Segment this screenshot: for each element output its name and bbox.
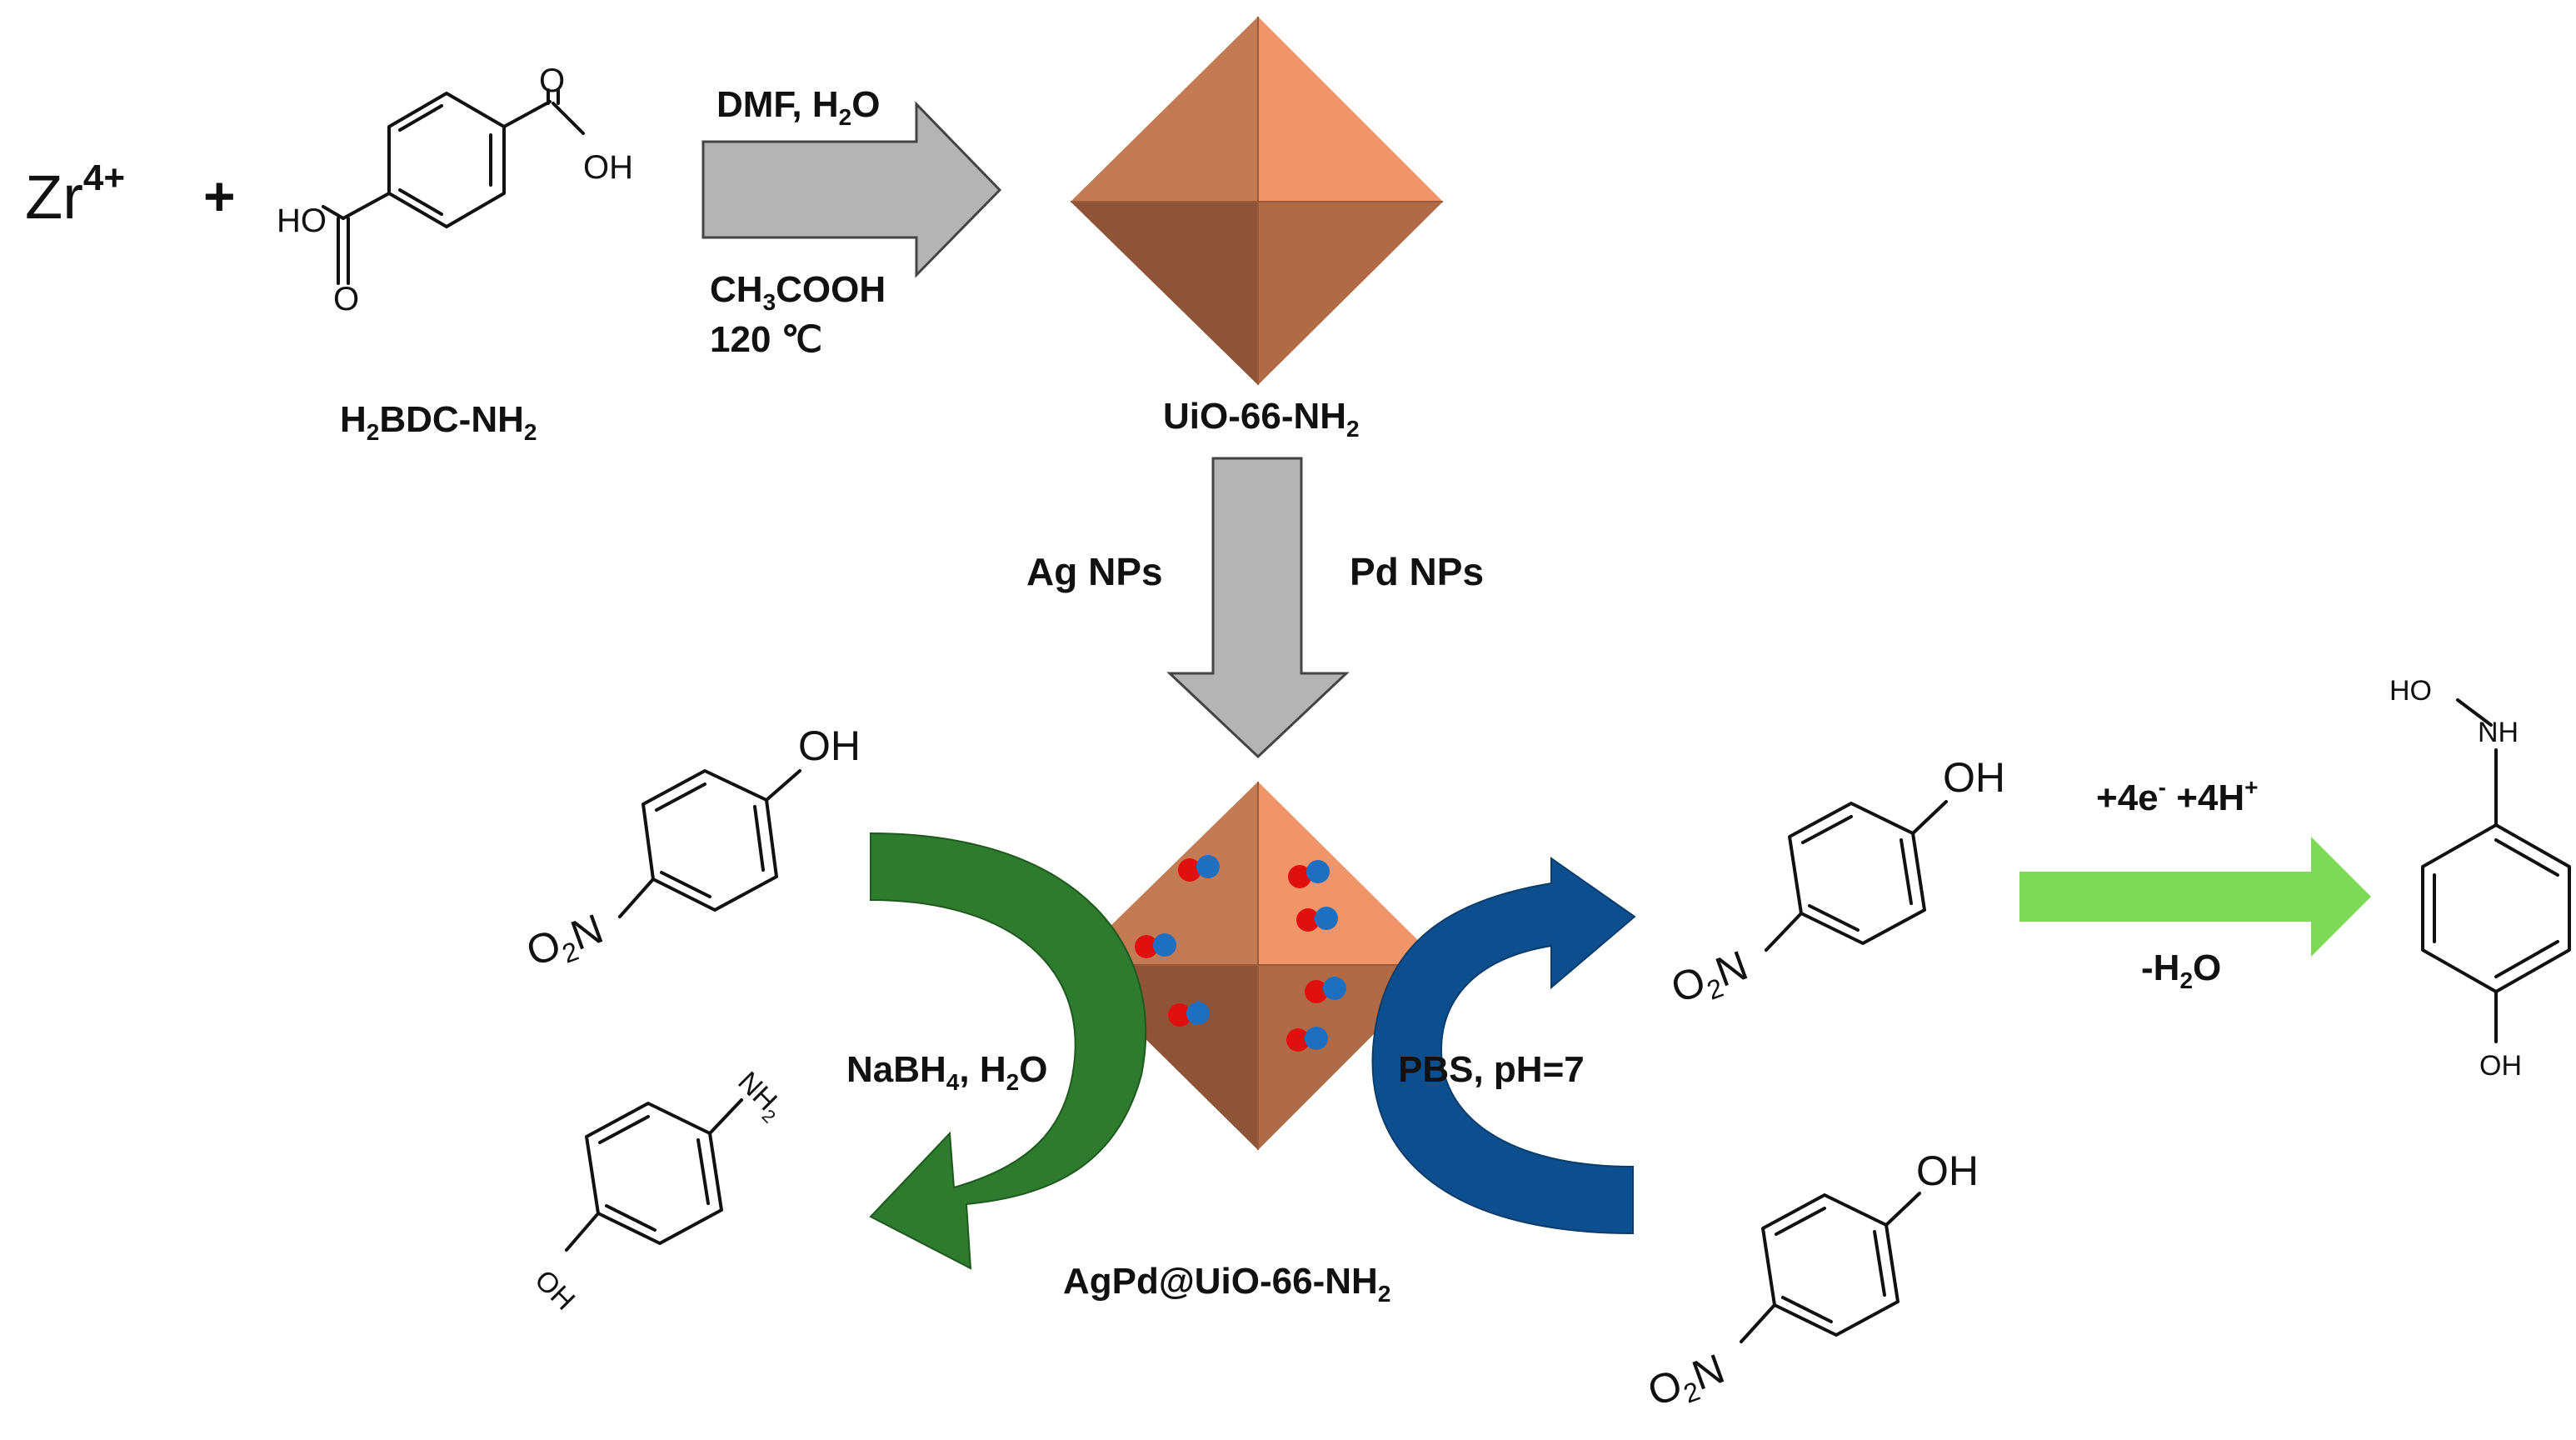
svg-text:OH: OH xyxy=(1943,754,2005,801)
svg-text:OH: OH xyxy=(583,149,633,186)
electro-top-label: +4e- +4H+ xyxy=(2096,774,2259,818)
sensing-conditions-label: PBS, pH=7 xyxy=(1398,1049,1585,1090)
benzene-ring-icon xyxy=(585,1102,723,1245)
nitrophenol-structure-right: OH O2N xyxy=(1665,754,2005,1017)
aminophenol-structure: NH2 OH xyxy=(528,1066,791,1317)
nanoparticle-icon xyxy=(1286,1027,1328,1052)
svg-text:HO: HO xyxy=(2389,675,2432,707)
nanoparticle-icon xyxy=(1288,860,1330,888)
svg-text:O2N: O2N xyxy=(521,905,611,980)
hydroxylaminophenol-structure: HO NH OH xyxy=(2389,675,2571,1082)
octahedron-crystal-icon xyxy=(1071,17,1443,385)
loading-arrow xyxy=(1166,457,1350,759)
svg-text:OH: OH xyxy=(1916,1148,1979,1194)
nanoparticle-icon xyxy=(1168,1002,1210,1027)
nanoparticle-icon xyxy=(1178,855,1220,882)
terephthalic-acid-structure: O OH HO O xyxy=(277,62,633,318)
svg-text:O2N: O2N xyxy=(1665,942,1755,1017)
nanoparticle-icon xyxy=(1135,933,1176,958)
step1-modulator-label: CH3COOH xyxy=(710,269,886,315)
benzene-ring-icon xyxy=(642,769,778,912)
svg-text:OH: OH xyxy=(2479,1050,2522,1082)
svg-text:O: O xyxy=(539,62,565,99)
benzene-ring-icon xyxy=(2421,823,2571,993)
pd-nps-label: Pd NPs xyxy=(1350,550,1484,593)
svg-text:NH2: NH2 xyxy=(729,1066,791,1128)
step1-temperature-label: 120 ℃ xyxy=(710,319,822,360)
process-arrow-icon xyxy=(701,101,1002,278)
nanoparticles xyxy=(1135,855,1346,1052)
nitrophenol-structure-bottom: OH O2N xyxy=(1642,1148,1979,1420)
synthesis-arrow xyxy=(701,101,1002,278)
catalyst-label: AgPd@UiO-66-NH2 xyxy=(1063,1261,1390,1307)
linker-label: H2BDC-NH2 xyxy=(340,399,537,445)
nanoparticle-icon xyxy=(1305,977,1346,1003)
step1-solvent-label: DMF, H2O xyxy=(716,84,880,130)
sensing-arrow xyxy=(1371,857,1636,1235)
plus-sign: + xyxy=(203,165,236,227)
nanoparticle-icon xyxy=(1296,907,1338,932)
reduction-conditions-label: NaBH4, H2O xyxy=(846,1049,1047,1095)
svg-text:OH: OH xyxy=(528,1264,581,1317)
benzene-ring-icon xyxy=(387,92,506,228)
svg-text:NH: NH xyxy=(2478,717,2519,748)
svg-text:O2N: O2N xyxy=(1642,1345,1732,1420)
reduction-arrow xyxy=(869,832,1147,1270)
svg-text:HO: HO xyxy=(277,202,327,239)
svg-text:OH: OH xyxy=(798,722,861,769)
ag-nps-label: Ag NPs xyxy=(1026,550,1163,593)
benzene-ring-icon xyxy=(1761,1193,1900,1337)
mof-label: UiO-66-NH2 xyxy=(1163,396,1360,442)
electro-bottom-label: -H2O xyxy=(2141,948,2221,993)
zr-ion-label: Zr4+ xyxy=(25,158,125,232)
electro-arrow xyxy=(2019,837,2371,957)
benzene-ring-icon xyxy=(1788,802,1926,945)
svg-text:O: O xyxy=(333,281,359,318)
nitrophenol-structure-left: OH O2N xyxy=(521,722,861,980)
